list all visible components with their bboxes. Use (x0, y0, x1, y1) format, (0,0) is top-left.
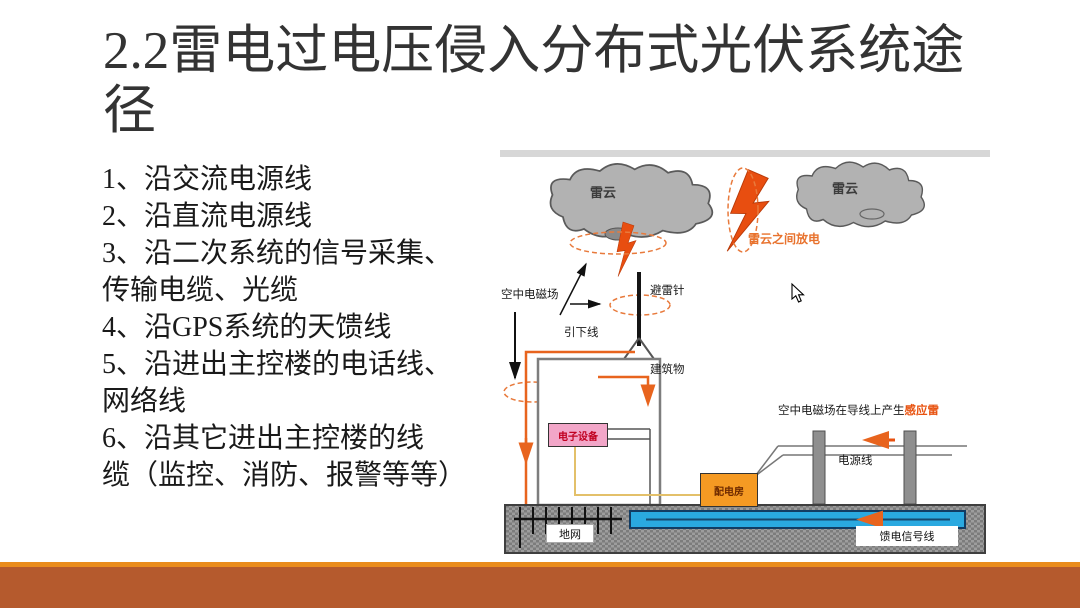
mouse-cursor-icon (791, 282, 805, 303)
utility-pole-left (812, 430, 826, 505)
induced-lightning-note: 空中电磁场在导线上产生感应雷 (778, 402, 939, 418)
arrow-to-cloud-field (559, 262, 587, 316)
distribution-room-box: 配电房 (700, 473, 758, 507)
ground-grid-label: 地网 (546, 524, 594, 543)
down-conductor-line (524, 350, 635, 522)
list-item: 5、沿进出主控楼的电话线、 (102, 349, 453, 380)
electronic-equipment-box: 电子设备 (548, 423, 608, 447)
cloud-left-label: 雷云 (590, 186, 617, 201)
down-conductor-label: 引下线 (564, 325, 599, 339)
indoor-surge-arrow (598, 375, 656, 407)
thundercloud-right-icon (795, 161, 926, 228)
list-item: 3、沿二次系统的信号采集、 (102, 238, 453, 269)
utility-pole-right (903, 430, 917, 505)
title-line-1: 2.2雷电过电压侵入分布式光伏系统途 (103, 22, 965, 80)
em-field-ellipse-vertical (727, 167, 759, 253)
list-item: 网络线 (102, 386, 187, 417)
rod-mount-leg-right (638, 337, 655, 360)
building-label: 建筑物 (650, 362, 685, 376)
rod-mount-leg-left (623, 337, 640, 360)
image-top-edge (500, 150, 990, 157)
induced-note-prefix: 空中电磁场在导线上产生 (778, 403, 905, 417)
lightning-rod-label: 避雷针 (650, 283, 685, 297)
footer-accent-line (0, 562, 1080, 567)
cloud-right-label: 雷云 (832, 182, 859, 197)
feeder-signal-line-label: 馈电信号线 (856, 526, 958, 546)
page-title: 2.2雷电过电压侵入分布式光伏系统途 径 (103, 22, 1003, 142)
footer-bar (0, 567, 1080, 608)
cloud-detail-ellipse (859, 208, 885, 220)
air-em-field-label: 空中电磁场 (501, 287, 559, 301)
list-item: 6、沿其它进出主控楼的线 (102, 423, 425, 454)
list-item: 传输电缆、光缆 (102, 275, 299, 306)
list-item: 1、沿交流电源线 (102, 164, 313, 195)
title-line-2: 径 (103, 81, 156, 140)
list-item: 缆（监控、消防、报警等等） (102, 460, 467, 491)
power-line-label: 电源线 (838, 453, 873, 467)
list-item: 4、沿GPS系统的天馈线 (102, 312, 392, 343)
intrusion-path-list: 1、沿交流电源线 2、沿直流电源线 3、沿二次系统的信号采集、 传输电缆、光缆 … (102, 161, 514, 494)
em-field-ellipse-cloud (569, 231, 667, 255)
list-item: 2、沿直流电源线 (102, 201, 313, 232)
cloud-discharge-label: 雷云之间放电 (748, 232, 821, 246)
power-line-drop-upper (755, 445, 779, 476)
lightning-diagram: 雷云 雷云 雷云之间放电 空中电磁场 避雷针 引下线 建筑物 空中电磁场在导线上… (500, 150, 990, 562)
equipment-power-feed-line (574, 447, 700, 496)
induced-note-highlight: 感应雷 (904, 403, 940, 417)
